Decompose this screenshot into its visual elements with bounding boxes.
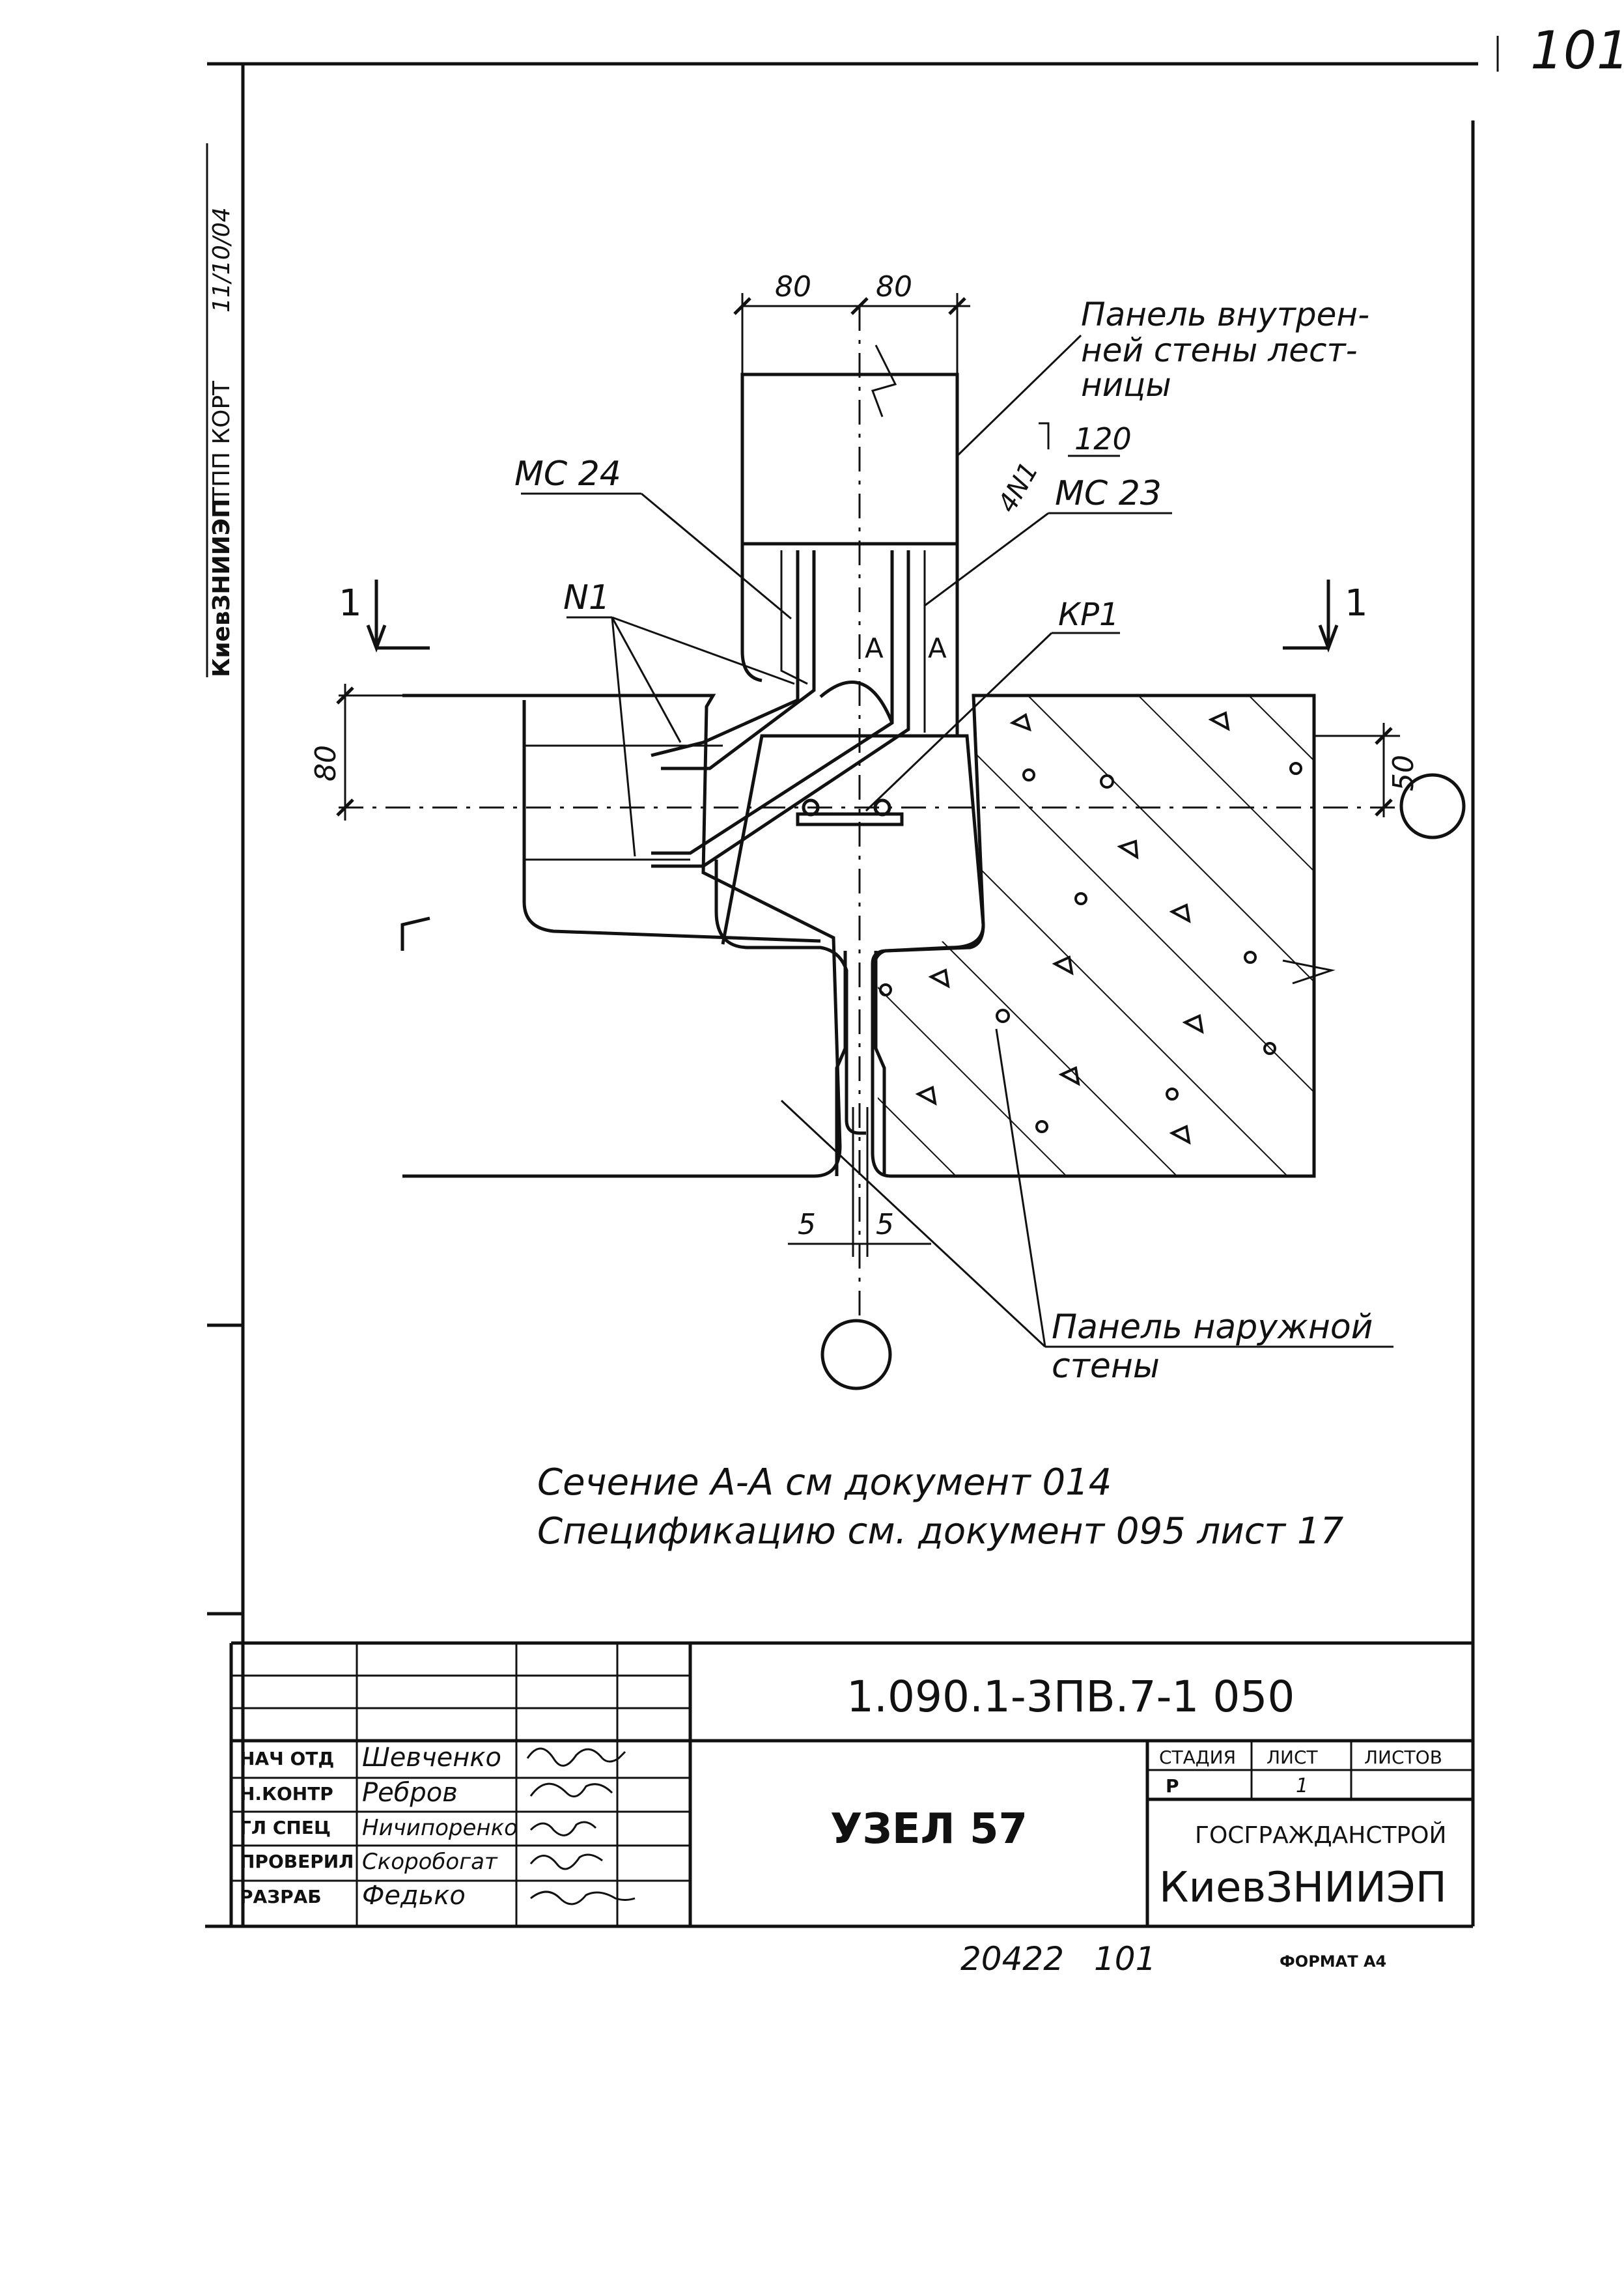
dim-tick xyxy=(948,297,966,315)
name-4: Федько xyxy=(362,1881,466,1911)
stage-header: СТАДИЯ xyxy=(1159,1747,1236,1768)
dim-gap-right: 5 xyxy=(876,1208,894,1241)
format-label: ФОРМАТ А4 xyxy=(1280,1952,1386,1971)
leader-mc24 xyxy=(641,492,792,620)
leader-mc23 xyxy=(924,512,1049,607)
label-4n1: 4N1 xyxy=(992,457,1044,518)
break-mark-left xyxy=(400,916,430,951)
role-2: ГЛ СПЕЦ xyxy=(240,1817,331,1838)
label-mc23: МС 23 xyxy=(1055,474,1162,513)
doc-code: 1.090.1-3ПВ.7-1 050 xyxy=(847,1672,1295,1722)
dim-top-right: 80 xyxy=(876,270,912,303)
label-outer-panel-1: Панель наружной xyxy=(1052,1308,1373,1347)
sheet-number: 101 xyxy=(1094,1940,1156,1978)
org-line-2: КиевЗНИИЭП xyxy=(1159,1864,1447,1912)
corner-number: 101 xyxy=(1530,20,1624,81)
dim-right-height: 50 xyxy=(1387,755,1420,791)
name-1: Ребров xyxy=(362,1778,458,1808)
cavity-outline xyxy=(522,700,821,943)
axis-bubble-right xyxy=(1399,773,1466,839)
label-inner-panel-3: ницы xyxy=(1081,366,1171,404)
drawing-title: УЗЕЛ 57 xyxy=(830,1805,1028,1853)
label-n1: N1 xyxy=(563,578,610,617)
cavity-shelves xyxy=(524,744,723,861)
sheets-header: ЛИСТОВ xyxy=(1364,1747,1442,1768)
role-4: РАЗРАБ xyxy=(240,1886,322,1907)
anchor-arc xyxy=(819,681,894,724)
role-0: НАЧ ОТД xyxy=(240,1748,334,1769)
plate-kr1 xyxy=(796,812,904,826)
side-stamp: КиевЗНИИЭП ТПП КОРТ 11/10/04 xyxy=(208,207,235,677)
leader-n1 xyxy=(611,617,636,857)
section-mark-left: 1 xyxy=(339,582,362,625)
name-2: Ничипоренко xyxy=(362,1815,518,1841)
dim-left-height: 80 xyxy=(309,745,343,781)
label-outer-panel-2: стены xyxy=(1052,1347,1160,1386)
side-stamp-code: 11/10/04 xyxy=(208,207,235,313)
dim-tick xyxy=(336,798,354,817)
sheet-value: 1 xyxy=(1296,1775,1308,1797)
break-mark-right xyxy=(1282,959,1336,985)
dim-tick xyxy=(336,686,354,705)
label-120: 120 xyxy=(1074,421,1132,457)
sheet-header: ЛИСТ xyxy=(1267,1747,1319,1768)
label-mc24: МС 24 xyxy=(514,455,621,494)
role-1: Н.КОНТР xyxy=(240,1783,333,1805)
note-spec: Спецификацию см. документ 095 лист 17 xyxy=(537,1510,1344,1553)
anchor-mc23 xyxy=(651,550,910,868)
inventory-number: 20422 xyxy=(960,1940,1064,1978)
dim-tick xyxy=(850,297,869,315)
outer-panel-left xyxy=(402,694,842,1178)
break-mark-top xyxy=(871,344,897,417)
anchor-mc24 xyxy=(651,550,816,770)
dim-tick xyxy=(733,297,751,315)
title-block xyxy=(229,1641,1473,1926)
dim-gap-left: 5 xyxy=(798,1208,816,1241)
signature-scribbles xyxy=(526,1747,636,1905)
org-line-1: ГОСГРАЖДАНСТРОЙ xyxy=(1195,1821,1446,1849)
inner-panel-cavity xyxy=(780,550,926,733)
inner-panel-lower xyxy=(740,544,959,736)
inner-panel-upper xyxy=(740,372,959,546)
label-inner-panel-1: Панель внутрен- xyxy=(1081,296,1369,333)
joint-right xyxy=(871,924,985,977)
label-a-right: А xyxy=(928,632,947,664)
leader-outer-panel xyxy=(780,1099,1046,1348)
outer-panel-hatch xyxy=(878,696,1314,1176)
dim-top-left: 80 xyxy=(775,270,811,303)
side-stamp-org: КиевЗНИИЭП xyxy=(208,499,235,677)
axis-bubble-bottom xyxy=(820,1319,892,1390)
leader-outer-panel xyxy=(995,1028,1046,1347)
label-bracket xyxy=(1039,422,1050,449)
joint-left xyxy=(714,860,866,1135)
vertical-joint xyxy=(835,951,886,1176)
role-3: ПРОВЕРИЛ xyxy=(240,1851,354,1872)
dim-tick xyxy=(1375,727,1393,745)
name-0: Шевченко xyxy=(362,1743,501,1773)
label-a-left: А xyxy=(865,632,884,664)
leader-n1 xyxy=(611,616,795,685)
name-3: Скоробогат xyxy=(362,1849,498,1875)
section-mark-right: 1 xyxy=(1345,582,1368,625)
label-kr1: КР1 xyxy=(1058,597,1119,633)
leader-kr1 xyxy=(865,632,1053,812)
leader-inner-panel xyxy=(956,334,1082,457)
note-section: Сечение А-А см документ 014 xyxy=(537,1461,1112,1504)
side-stamp-dept: ТПП КОРТ xyxy=(208,380,235,502)
stage-value: Р xyxy=(1166,1775,1179,1797)
dim-tick xyxy=(1375,798,1393,817)
leader-n1 xyxy=(611,617,682,743)
label-inner-panel-2: ней стены лест- xyxy=(1081,331,1358,369)
